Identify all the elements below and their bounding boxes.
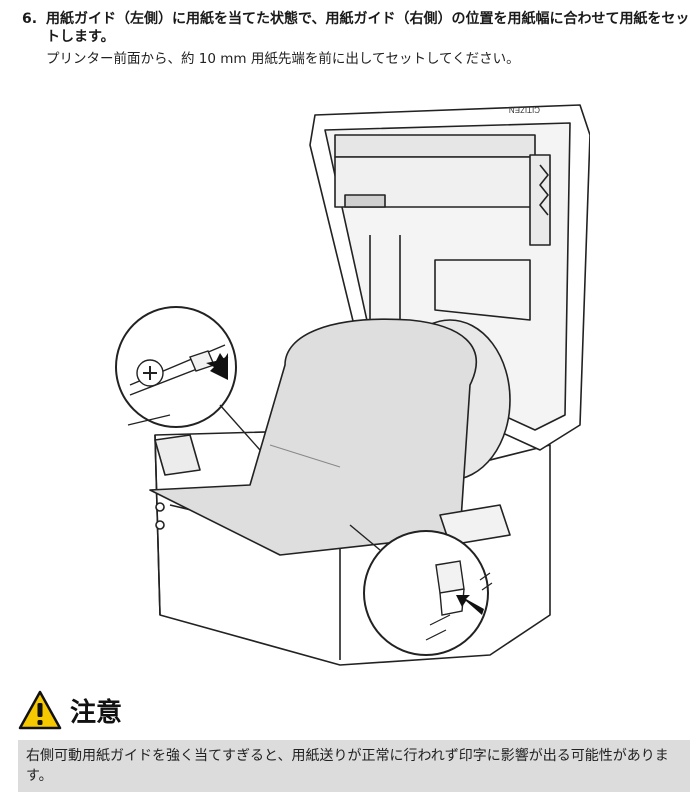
print-head [334,134,536,158]
step-title: 用紙ガイド（左側）に用紙を当てた状態で、用紙ガイド（右側）の位置を用紙幅に合わせ… [46,11,690,45]
paper-sheet [149,318,477,556]
left-guide-zoom [115,306,237,428]
step-subtitle: プリンター前面から、約 10 mm 用紙先端を前に出してセットしてください。 [46,51,520,67]
caution-text: 右側可動用紙ガイドを強く当てすぎると、用紙送りが正常に行われず印字に影響が出る可… [18,740,690,792]
caution-title: 注意 [70,697,123,728]
step-heading: 6. 用紙ガイド（左側）に用紙を当てた状態で、用紙ガイド（右側）の位置を用紙幅に… [22,10,692,46]
right-guide-zoom [363,530,493,656]
caution-box: 注意 右側可動用紙ガイドを強く当てすぎると、用紙送りが正常に行われず印字に影響が… [18,690,690,792]
warning-triangle-icon [18,690,62,730]
printer-illustration: CITIZEN [115,104,590,666]
caution-heading: 注意 [18,690,690,730]
arrow-icon [456,595,484,615]
step-6: 6. 用紙ガイド（左側）に用紙を当てた状態で、用紙ガイド（右側）の位置を用紙幅に… [22,10,692,68]
step-number: 6. [22,11,38,27]
arrow-icon [206,353,228,380]
brand-logo: CITIZEN [509,105,540,114]
